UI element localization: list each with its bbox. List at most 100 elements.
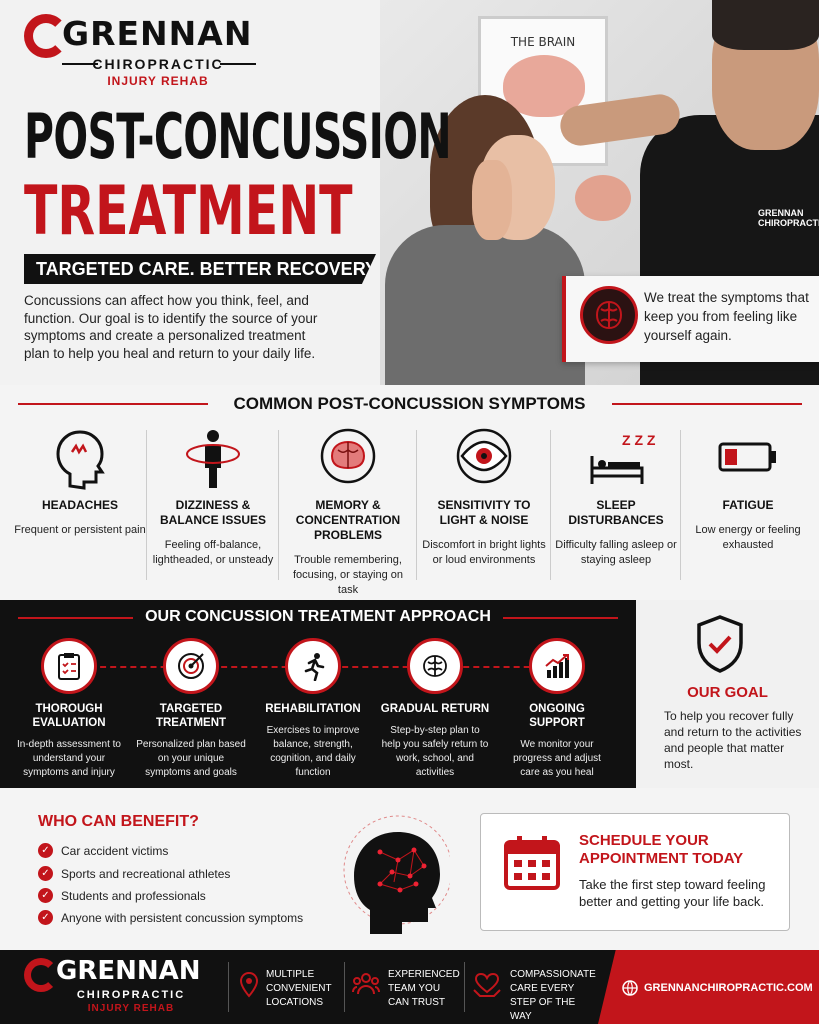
sleep-icon <box>590 456 644 484</box>
symptom-desc: Low energy or feeling exhausted <box>695 524 801 551</box>
page-title-line1: POST-CONCUSSION <box>24 100 452 173</box>
head-network-icon <box>343 815 450 934</box>
brand-logo[interactable]: GRENNAN CHIROPRACTIC INJURY REHAB <box>24 14 264 94</box>
team-icon <box>352 973 380 995</box>
step-targeted: TARGETED TREATMENT Personalized plan bas… <box>136 638 246 780</box>
chiropractor-hair <box>712 0 819 50</box>
patient-body <box>385 225 585 385</box>
clipboard-icon <box>58 653 80 680</box>
footer-divider <box>228 962 229 1012</box>
benefit-text: Car accident victims <box>61 843 169 858</box>
symptom-title: HEADACHES <box>41 498 118 512</box>
globe-icon <box>622 980 638 996</box>
step-title: TARGETED TREATMENT <box>155 703 227 729</box>
section-rule-left <box>18 403 208 405</box>
footer-feature-text: EXPERIENCED TEAM YOU CAN TRUST <box>388 969 460 1008</box>
step-icon-circle <box>285 638 341 694</box>
goal-title: OUR GOAL <box>687 684 768 701</box>
divider <box>416 430 417 580</box>
symptom-headaches: HEADACHES Frequent or persistent pain <box>14 426 146 586</box>
symptoms-heading: COMMON POST-CONCUSSION SYMPTOMS <box>233 394 586 413</box>
symptom-title: SENSITIVITY TO LIGHT & NOISE <box>437 498 531 527</box>
check-icon: ✓ <box>38 866 53 881</box>
location-pin-icon <box>240 972 258 998</box>
footer-logo-injury: INJURY REHAB <box>87 1003 175 1014</box>
footer-feature-locations: MULTIPLE CONVENIENT LOCATIONS <box>240 968 336 1010</box>
benefit-item: ✓ Car accident victims <box>38 843 168 858</box>
shirt-logo: GRENNAN CHIROPRACTIC <box>758 208 819 228</box>
symptom-desc: Feeling off-balance, lightheaded, or uns… <box>152 539 274 566</box>
goal-panel <box>636 600 819 788</box>
footer-feature-care: COMPASSIONATE CARE EVERY STEP OF THE WAY <box>472 968 598 1024</box>
symptom-desc: Difficulty falling asleep or staying asl… <box>555 539 677 566</box>
poster-text: THE BRAIN <box>510 35 576 49</box>
divider <box>146 430 147 580</box>
brain-icon <box>580 286 638 344</box>
step-icon-circle <box>529 638 585 694</box>
step-icon-circle <box>41 638 97 694</box>
step-ongoing-support: ONGOING SUPPORT We monitor your progress… <box>502 638 612 780</box>
symptom-sleep: Z Z Z SLEEP DISTURBANCES Difficulty fall… <box>554 426 678 586</box>
step-title: REHABILITATION <box>265 703 361 715</box>
symptom-title: DIZZINESS & BALANCE ISSUES <box>159 498 266 527</box>
step-icon-circle <box>407 638 463 694</box>
symptom-memory: MEMORY & CONCENTRATION PROBLEMS Trouble … <box>282 426 414 596</box>
check-icon: ✓ <box>38 843 53 858</box>
symptom-desc: Discomfort in bright lights or loud envi… <box>422 539 546 566</box>
goal-text: To help you recover fully and return to … <box>664 709 802 771</box>
logo-chiropractic: CHIROPRACTIC <box>92 56 224 72</box>
symptom-callout: We treat the symptoms that keep you from… <box>562 276 819 362</box>
footer-feature-team: EXPERIENCED TEAM YOU CAN TRUST <box>352 968 460 1010</box>
footer-divider <box>344 962 345 1012</box>
logo-g-icon <box>24 14 68 58</box>
footer-logo-chiro: CHIROPRACTIC <box>76 989 186 1001</box>
footer-feature-text: MULTIPLE CONVENIENT LOCATIONS <box>266 969 332 1008</box>
step-title: THOROUGH EVALUATION <box>32 703 106 729</box>
step-rehabilitation: REHABILITATION Exercises to improve bala… <box>258 638 368 780</box>
eye-icon <box>456 428 512 484</box>
check-icon: ✓ <box>38 888 53 903</box>
step-gradual-return: GRADUAL RETURN Step-by-step plan to help… <box>380 638 490 780</box>
section-rule-left <box>18 617 133 619</box>
symptom-title: MEMORY & CONCENTRATION PROBLEMS <box>295 498 401 542</box>
brain-icon <box>423 655 447 677</box>
step-title: GRADUAL RETURN <box>380 703 490 715</box>
symptom-title: FATIGUE <box>722 498 774 512</box>
logo-g-icon <box>24 958 58 992</box>
website-text: GRENNANCHIROPRACTIC.COM <box>644 982 813 994</box>
step-desc: Personalized plan based on your unique s… <box>136 739 246 778</box>
zzz-label: Z Z Z <box>622 432 656 448</box>
step-desc: Exercises to improve balance, strength, … <box>266 725 360 778</box>
chart-up-icon <box>545 654 569 678</box>
approach-section <box>0 600 636 788</box>
footer-feature-text: COMPASSIONATE CARE EVERY STEP OF THE WAY <box>510 969 596 1022</box>
brain-model <box>575 175 631 221</box>
patient-hand <box>472 160 512 240</box>
schedule-appointment-card[interactable]: SCHEDULE YOUR APPOINTMENT TODAY Take the… <box>480 813 790 931</box>
section-rule-right <box>612 403 802 405</box>
shield-check-icon <box>697 615 743 673</box>
website-link[interactable]: GRENNANCHIROPRACTIC.COM <box>622 980 813 996</box>
calendar-icon <box>504 836 560 890</box>
footer-logo[interactable]: GRENNAN CHIROPRACTIC INJURY REHAB <box>24 956 224 1016</box>
benefit-item: ✓Students and professionals <box>38 888 206 903</box>
target-icon <box>178 653 204 679</box>
low-battery-icon <box>718 442 776 472</box>
divider <box>278 430 279 580</box>
symptom-desc: Trouble remembering, focusing, or stayin… <box>292 554 404 596</box>
benefit-item: ✓Sports and recreational athletes <box>38 866 230 881</box>
dizziness-icon <box>186 430 240 488</box>
runner-icon <box>304 653 325 681</box>
symptom-fatigue: FATIGUE Low energy or feeling exhausted <box>684 426 812 586</box>
schedule-title: SCHEDULE YOUR APPOINTMENT TODAY <box>579 832 744 867</box>
step-evaluation: THOROUGH EVALUATION In-depth assessment … <box>14 638 124 780</box>
headache-icon <box>56 430 105 490</box>
step-icon-circle <box>163 638 219 694</box>
logo-name: GRENNAN <box>62 14 253 53</box>
footer-logo-name: GRENNAN <box>56 956 201 986</box>
tagline-banner: TARGETED CARE. BETTER RECOVERY. <box>24 254 376 284</box>
callout-text: We treat the symptoms that keep you from… <box>644 290 809 343</box>
footer-website-panel <box>598 950 819 1024</box>
logo-divider-right <box>220 63 256 65</box>
symptom-desc: Frequent or persistent pain <box>14 524 146 536</box>
